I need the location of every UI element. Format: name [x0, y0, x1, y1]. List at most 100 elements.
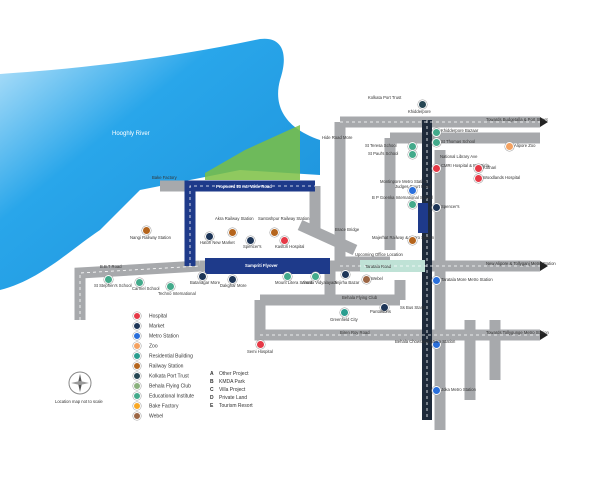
- alipore-zoo-label: Alipore Zoo: [514, 143, 536, 148]
- santoshpur-label: Santoshpur Railway Station: [258, 216, 310, 221]
- compass-icon: [68, 371, 92, 395]
- batanagar-marker: [198, 272, 207, 281]
- greenfield-marker: [340, 308, 349, 317]
- spencers2-marker: [246, 236, 255, 245]
- khidderpore-bazaar-label: Khidderpore Bazaar: [441, 128, 479, 133]
- hatori-label: Hatori New Market: [200, 240, 235, 245]
- webel-marker: [362, 275, 371, 284]
- brace-bridge-label: Brace Bridge: [335, 227, 360, 232]
- khidderpore-label: Khidderpore: [408, 109, 431, 114]
- amrita-label: Amrita Vidyalayam: [302, 280, 337, 285]
- akra-label: Akra Railway Station: [215, 216, 254, 221]
- hooghly-river: [0, 38, 320, 300]
- alipore-zoo-marker: [505, 142, 514, 151]
- flyover-label: Sampriti Flyover: [245, 263, 278, 268]
- nangi-label: Nangi Railway Station: [130, 235, 171, 240]
- st-stephens-marker: [104, 275, 113, 284]
- legend-port-trust: Kolkata Port Trust: [133, 372, 189, 380]
- joka-label: Joka Metro Station: [441, 387, 476, 392]
- legend-educational: Educational Institute: [133, 392, 194, 400]
- jinjirha-label: Jinjirha Bazar: [334, 280, 360, 285]
- kothari-marker: [474, 164, 483, 173]
- green-strip: [205, 125, 300, 180]
- khidderpore-bazaar-marker: [432, 128, 441, 137]
- taratala-road-label: Taratala Road: [365, 264, 392, 269]
- batanagar-label: Batanagar More: [190, 280, 221, 285]
- river-label: Hooghly River: [112, 131, 150, 137]
- mount-litera-marker: [283, 272, 292, 281]
- legend-hospital: Hospital: [133, 312, 167, 320]
- towards-budgetalla-label: Towards Budgetalla & Port Street: [486, 117, 548, 122]
- dakghar-label: Dakghar More: [220, 283, 247, 288]
- techno-label: Techno International: [158, 291, 196, 296]
- semi-hospital-label: Semi Hospital: [247, 349, 273, 354]
- joka-marker: [432, 386, 441, 395]
- legend-bake-factory: Bake Factory: [133, 402, 178, 410]
- biren-roy-road-label: Biren Roy Road: [340, 330, 370, 335]
- akra-marker: [228, 228, 237, 237]
- bake-factory-label: Bake Factory: [152, 175, 177, 180]
- legend-market: Market: [133, 322, 164, 330]
- scale-note: Location map not to scale: [55, 399, 103, 404]
- st-teresa-label: St Teresa School: [365, 143, 397, 148]
- amrita-marker: [311, 272, 320, 281]
- hatori-marker: [205, 232, 214, 241]
- semi-hospital-marker: [256, 340, 265, 349]
- carmel-label: Carmel School: [132, 286, 160, 291]
- st-stephens-label: St Stephen's School: [94, 283, 132, 288]
- cmri-label: CMRI Hospital & BM Birla: [441, 163, 489, 168]
- dakghar-marker: [228, 275, 237, 284]
- spencers1-marker: [432, 203, 441, 212]
- st-pauls-label: St Paul's School: [368, 151, 399, 156]
- nangi-marker: [142, 226, 151, 235]
- proposed-road-label: Proposed 20 mtr Wide Road: [216, 184, 272, 189]
- jinjirha-marker: [341, 270, 350, 279]
- woodlands-marker: [474, 174, 483, 183]
- webel-label: Webel: [371, 276, 383, 281]
- upcoming-label: Upcoming Office Location: [355, 252, 403, 257]
- montinpore-label: Montinpore Metro Station: [380, 179, 428, 184]
- hide-road-more-label: Hide Road More: [322, 135, 353, 140]
- legend-metro: Metro Station: [133, 332, 179, 340]
- st-pauls-marker: [408, 150, 417, 159]
- new-alipore-label: New Alipore & Tollyganj Metro Station: [486, 261, 556, 266]
- st-thomas-label: St Thomas School: [441, 139, 476, 144]
- legend-webel: Webel: [133, 412, 163, 420]
- techno-marker: [166, 282, 175, 291]
- majerhat-marker: [408, 236, 417, 245]
- upcoming-location-band: [360, 260, 425, 272]
- woodlands-label: Woodlands Hospital: [483, 175, 521, 180]
- kolkata-port-trust-label: Kolkata Port Trust: [368, 95, 402, 100]
- legend-residential: Residential Building: [133, 352, 193, 360]
- behala-flying-label: Behala Flying Club: [342, 295, 378, 300]
- taratala-metro-label: Taratala More Metro Station: [441, 277, 493, 282]
- bus-stand-label: Ss Bus Stand: [400, 305, 426, 310]
- spencers1-label: Spencer's: [441, 204, 460, 209]
- cmri-marker: [432, 164, 441, 173]
- st-thomas-marker: [432, 138, 441, 147]
- bbt-road-label: B.B.T Road: [100, 264, 122, 269]
- sampriti-flyover: [205, 258, 330, 274]
- legend-zoo: Zoo: [133, 342, 158, 350]
- bp-goenka-marker: [408, 200, 417, 209]
- kothari-label: Kothari: [483, 165, 497, 170]
- national-library-label: National Library Ave: [440, 154, 478, 159]
- legend-railway: Railway Station: [133, 362, 183, 370]
- behala-chowrasta-marker: [432, 340, 441, 349]
- behala-chowrasta-label: Behala Chowrasta Metro Station: [395, 339, 456, 344]
- pantaloons-label: Pantaloons: [370, 309, 391, 314]
- legend-flying-club: Behala Flying Club: [133, 382, 191, 390]
- bp-goenka-label: B P Goenka International School: [372, 195, 433, 200]
- majerhat-label: Majerhat Railway & Metro Station: [372, 235, 435, 240]
- taratala-metro-marker: [432, 276, 441, 285]
- port-trust-marker: [418, 100, 427, 109]
- mount-litera-label: Mount Litera School: [275, 280, 313, 285]
- pantaloons-marker: [380, 303, 389, 312]
